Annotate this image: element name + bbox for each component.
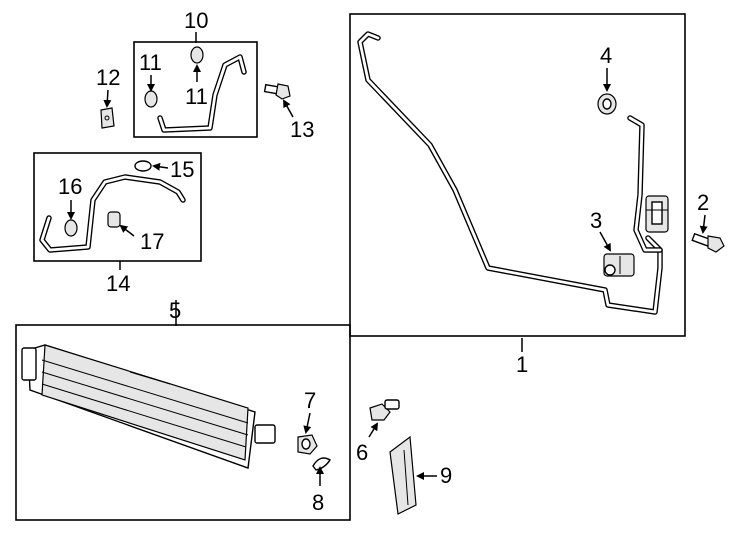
callout-7: 7 [304,388,316,413]
callout-3: 3 [590,208,602,233]
part-2-bolt [691,232,725,253]
main-cooler-tube [357,31,663,315]
callout-9: 9 [440,463,452,488]
part-11-seal-a [144,90,158,108]
callout-17: 17 [140,229,164,254]
part-13-bolt [263,83,291,100]
callout-13: 13 [290,117,314,142]
part-15-oring [134,160,152,172]
callout-15: 15 [170,157,194,182]
part-4-seal [597,93,617,115]
part-16-seal [64,219,78,237]
callout-11a: 11 [139,50,162,75]
part-11-seal-b [190,46,204,64]
callout-4: 4 [600,43,612,68]
part-6-bolt [369,399,400,421]
callout-12: 12 [96,65,120,90]
part-9-bracket [389,435,417,515]
assembly-14-box [33,152,202,262]
part-12-clip [100,107,115,129]
callout-10: 10 [184,8,208,33]
assembly-1-box [349,13,686,337]
callout-5: 5 [169,298,181,323]
callout-8: 8 [312,490,324,515]
assembly-5-box [15,324,351,521]
hose-10 [157,54,247,133]
part-8-clip [312,457,331,471]
part-7-fitting [297,434,318,455]
part-3-clip [603,253,635,277]
callout-2: 2 [697,190,709,215]
callout-16: 16 [58,174,82,199]
leader-lines [67,32,708,486]
callout-11b: 11 [185,84,208,109]
callout-14: 14 [106,271,130,296]
callout-6: 6 [356,440,368,465]
hose-14 [39,174,186,253]
oil-cooler [21,344,276,469]
callout-1: 1 [516,352,528,377]
part-17-cap [107,211,121,228]
tube-bracket [645,195,669,233]
